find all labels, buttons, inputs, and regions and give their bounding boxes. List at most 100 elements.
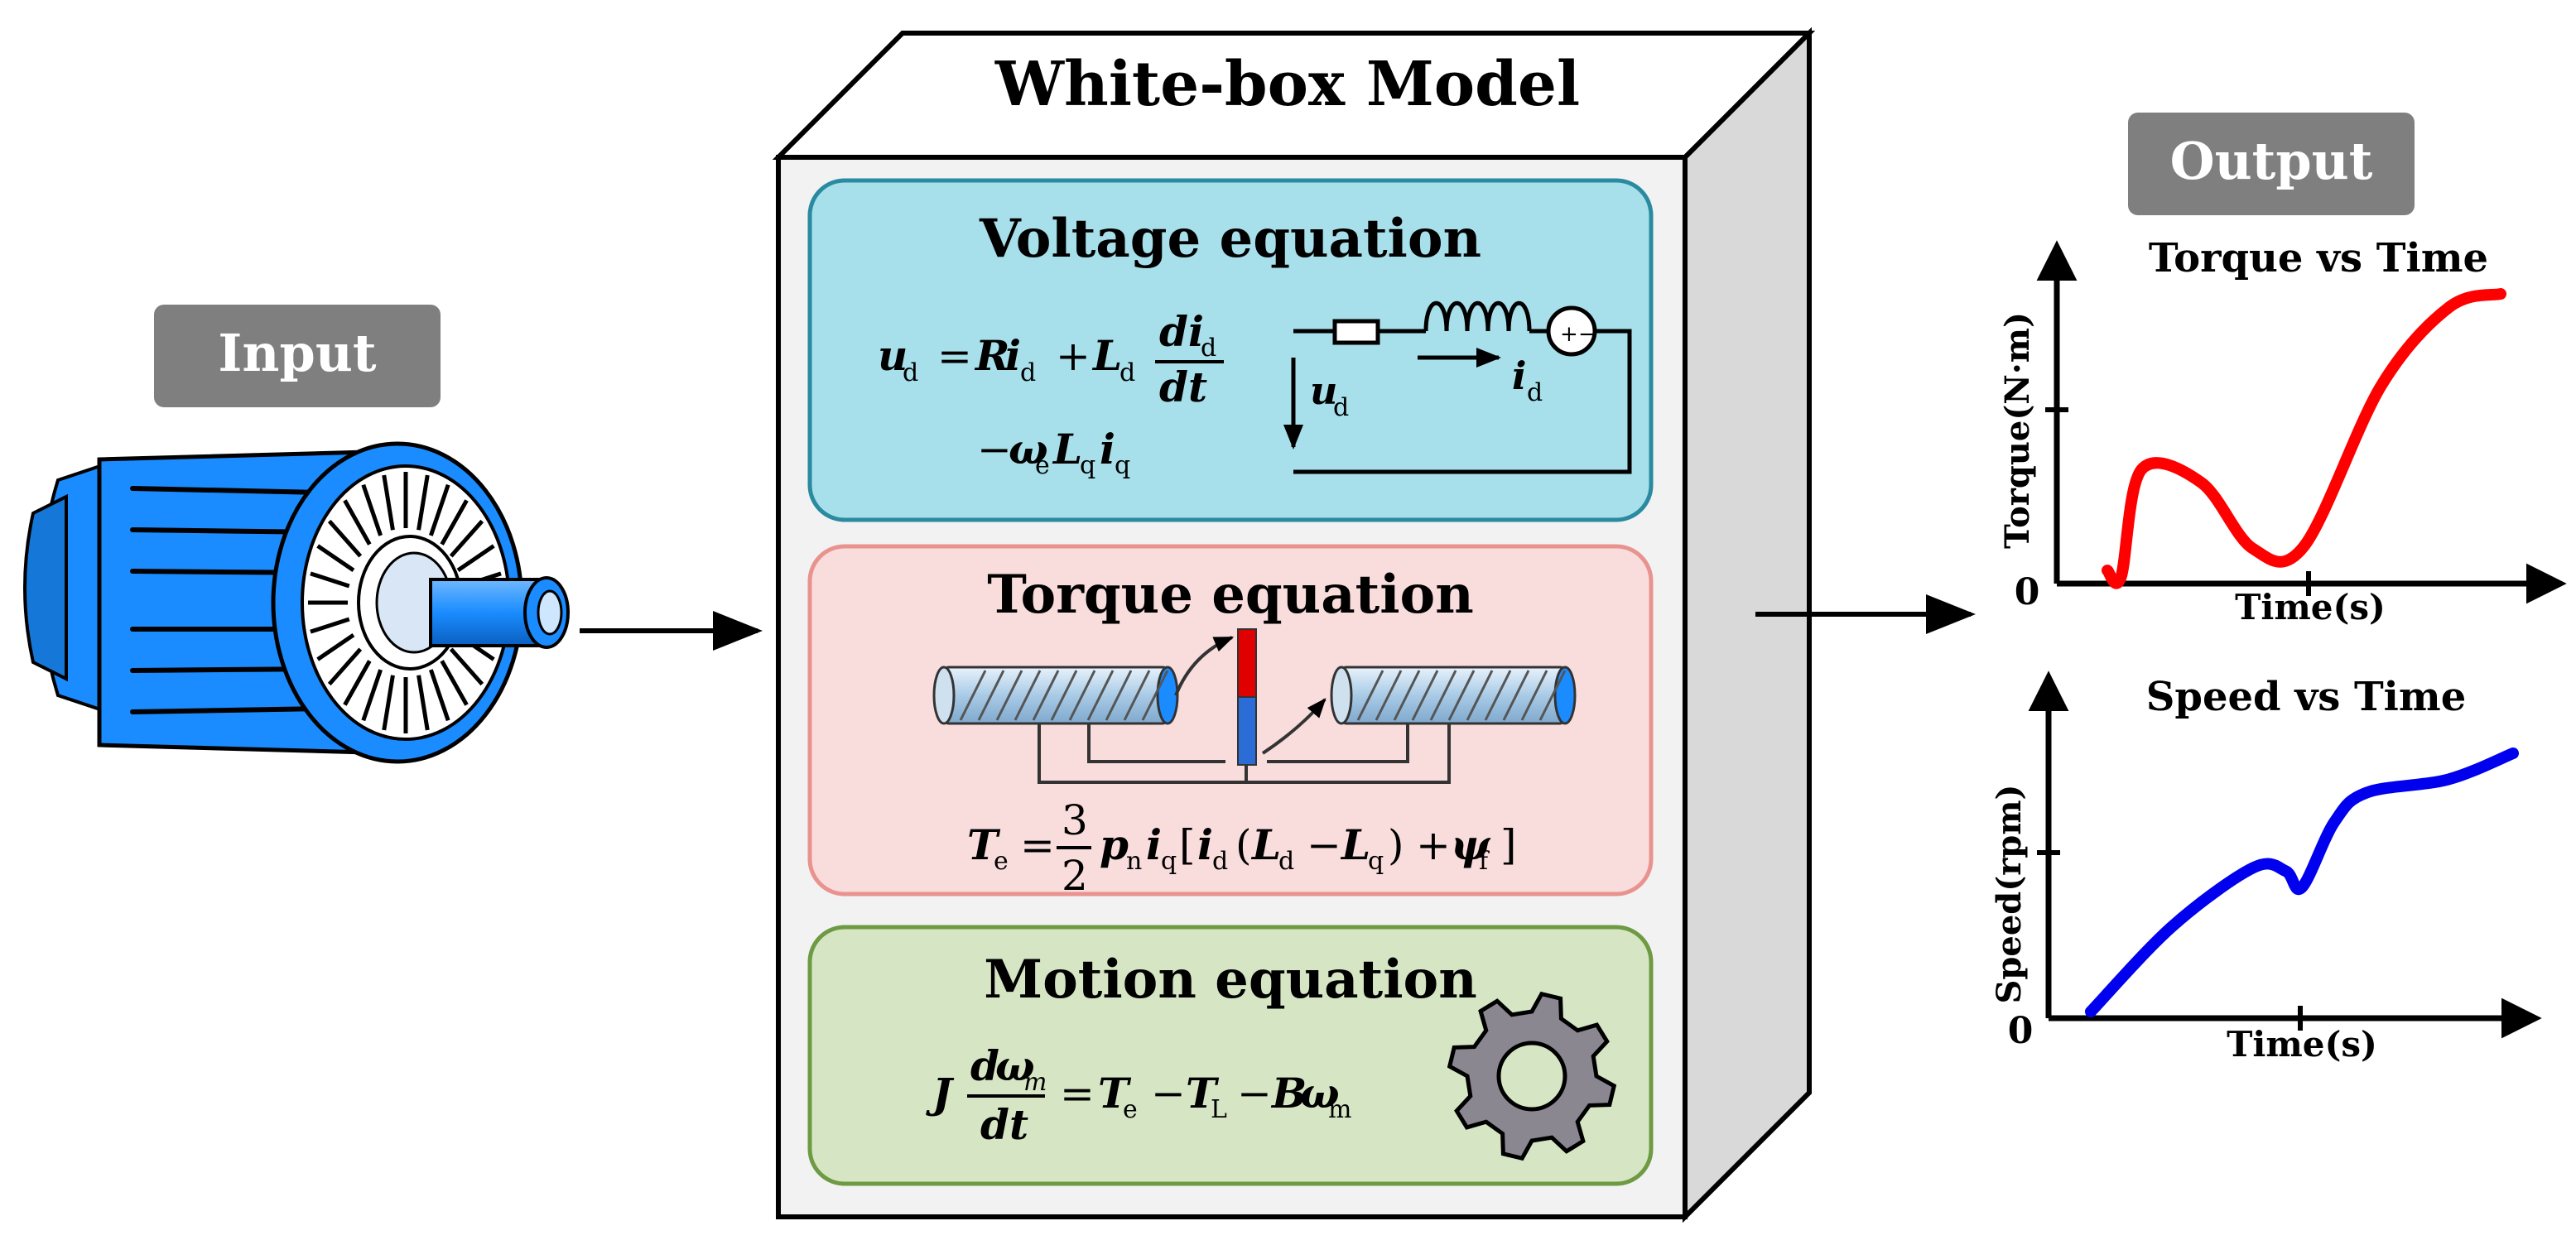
coil-winding [1429, 670, 1457, 721]
svg-text:ω: ω [1300, 1069, 1340, 1118]
svg-text:(: ( [1235, 821, 1252, 869]
white-box-model: White-box Model Voltage equation u d = R… [772, 26, 1816, 1223]
rotor-slot [429, 669, 450, 722]
svg-text:ω: ω [995, 1041, 1035, 1090]
input-label-box [154, 305, 441, 407]
svg-text:T: T [1186, 1069, 1220, 1118]
rotor-slot [310, 571, 350, 589]
motor-icon [23, 441, 570, 764]
svg-text:f: f [1479, 847, 1490, 876]
svg-text:i: i [1146, 820, 1162, 869]
output-label-box [2128, 113, 2415, 215]
coil-winding [1393, 670, 1421, 721]
coil-winding [1484, 670, 1512, 721]
svg-text:−: − [1151, 1070, 1186, 1118]
rotor-slot [343, 660, 372, 706]
output-label: Output [2170, 131, 2373, 191]
coil-winding [1014, 670, 1042, 721]
svg-text:e: e [1035, 451, 1050, 480]
svg-text:): ) [1388, 821, 1404, 869]
svg-text:u: u [878, 331, 908, 380]
speed-series-line [2085, 747, 2519, 1018]
inductor [1423, 301, 1532, 332]
svg-text:=: = [1060, 1070, 1095, 1118]
rotor-slot [456, 544, 495, 573]
torque-chart-title: Torque vs Time [2149, 235, 2488, 281]
rotor-slot [327, 519, 363, 558]
motion-title: Motion equation [984, 949, 1476, 1011]
svg-text:q: q [1368, 847, 1384, 876]
rotor-slot [361, 669, 383, 722]
gear-icon [1447, 991, 1617, 1161]
torque-chart-ylabel: Torque(N·m) [1998, 312, 2037, 549]
svg-text:−: − [1578, 322, 1596, 347]
motion-panel: Motion equation J d ω m dt = T e − T L −… [807, 925, 1654, 1186]
svg-text:i: i [1512, 353, 1526, 398]
coil-winding [959, 670, 987, 721]
voltage-title: Voltage equation [979, 208, 1481, 270]
rotor-slot [449, 647, 484, 686]
coil-winding [1123, 670, 1151, 721]
svg-text:+: + [1056, 332, 1091, 380]
rotor-slot [449, 519, 484, 558]
rotor-slot [429, 483, 450, 536]
coil-winding [995, 670, 1023, 721]
svg-text:dt: dt [1159, 363, 1207, 411]
svg-text:=: = [1020, 821, 1055, 869]
torque-equation: T e = 3 2 p n i q [ i d ( L d − L q ) + [967, 796, 1517, 900]
rotor-slot [327, 647, 363, 686]
svg-text:d: d [1278, 847, 1294, 876]
coil-winding [1466, 670, 1494, 721]
svg-text:i: i [1100, 425, 1115, 473]
svg-text:T: T [1098, 1069, 1132, 1118]
svg-text:d: d [1020, 358, 1036, 387]
svg-text:dt: dt [980, 1100, 1028, 1149]
svg-text:−: − [1237, 1070, 1272, 1118]
svg-text:2: 2 [1062, 852, 1088, 900]
coil-winding [1050, 670, 1078, 721]
box-title: White-box Model [994, 49, 1580, 120]
torque-chart-origin: 0 [2015, 571, 2040, 613]
torque-illustration [932, 628, 1577, 784]
rotor-slot [316, 544, 355, 573]
voltage-panel: Voltage equation u d = R i d + L d di d … [807, 178, 1654, 522]
svg-text:e: e [1123, 1095, 1138, 1124]
torque-panel: Torque equation [807, 544, 1654, 900]
svg-text:d: d [1212, 847, 1228, 876]
svg-text:−: − [977, 425, 1012, 473]
voltage-circuit [1283, 301, 1632, 474]
svg-text:u: u [1310, 368, 1337, 413]
speed-chart: Speed vs Time 0 Time(s) Speed(rpm) [1990, 671, 2542, 1065]
svg-text:p: p [1100, 820, 1129, 869]
svg-text:L: L [1340, 820, 1370, 869]
magnet-north [1237, 628, 1257, 698]
svg-text:L: L [1052, 425, 1082, 473]
voltage-equation: u d = R i d + L d di d dt − ω e L q i [878, 307, 1224, 480]
rotor-slot [382, 675, 395, 731]
coil-winding [977, 670, 1005, 721]
box-side-face [1683, 26, 1812, 1223]
coil-winding [1538, 670, 1567, 721]
rotor-slot [343, 499, 372, 546]
speed-chart-origin: 0 [2008, 1010, 2034, 1052]
torque-chart: Torque vs Time 0 Time(s) Torque(N·m) [1998, 235, 2567, 627]
svg-text:ω: ω [1009, 425, 1048, 473]
input-label: Input [218, 323, 377, 383]
speed-chart-ylabel: Speed(rpm) [1990, 785, 2029, 1004]
svg-text:i: i [1005, 331, 1021, 380]
input-section: Input [23, 305, 763, 764]
svg-text:d: d [1333, 393, 1349, 422]
svg-text:d: d [1201, 334, 1216, 363]
coil-winding [1356, 670, 1384, 721]
svg-text:L: L [1211, 1095, 1227, 1124]
svg-text:di: di [1159, 307, 1204, 356]
coil-winding [1068, 670, 1096, 721]
rotor-slot [440, 660, 469, 706]
rotor-slot [416, 474, 430, 531]
rotor-slot [361, 483, 383, 536]
coil-winding [1032, 670, 1060, 721]
svg-text:d: d [970, 1041, 999, 1090]
svg-text:q: q [1115, 451, 1130, 480]
svg-text:3: 3 [1062, 796, 1088, 844]
svg-text:ψ: ψ [1451, 820, 1491, 869]
